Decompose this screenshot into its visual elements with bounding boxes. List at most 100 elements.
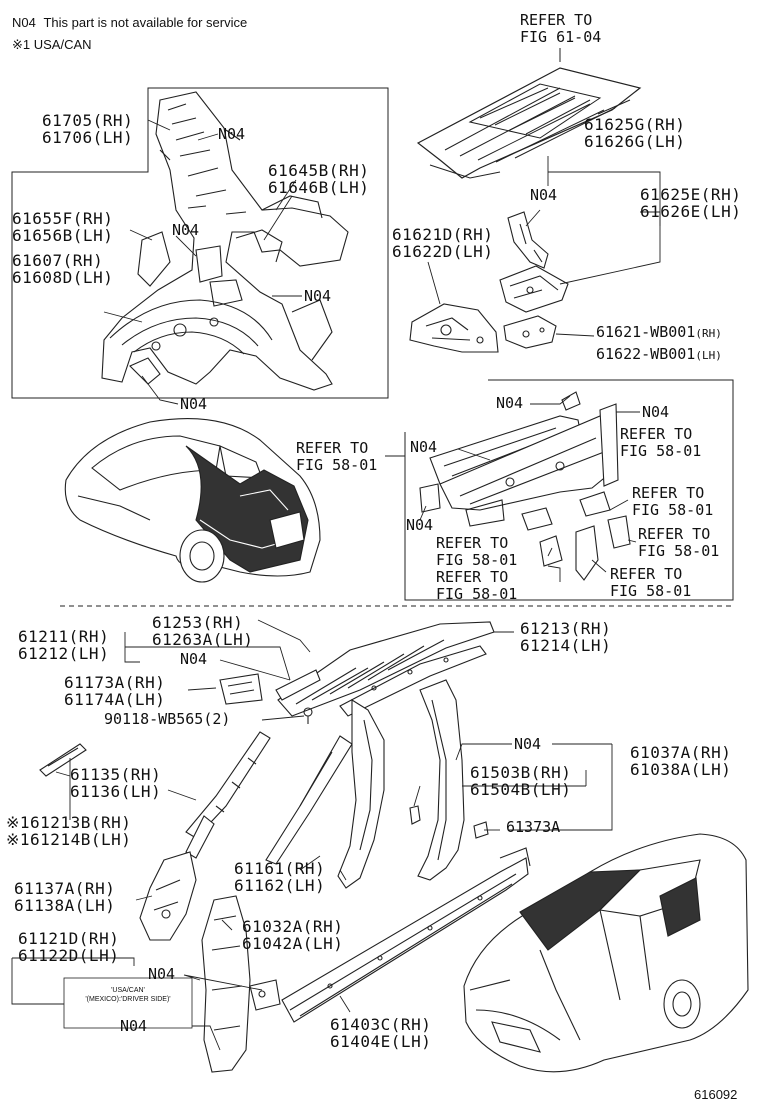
region-note: 'USA/CAN' '(MEXICO):'DRIVER SIDE)' [66,986,190,1004]
part-rh: 61625E(RH) [640,185,742,204]
legend-n04-text: This part is not available for service [43,15,248,30]
region-note-box [63,977,193,1029]
part-lh: 61136(LH) [70,782,162,801]
part-61161: 61161(RH) 61162(LH) [234,860,325,894]
part-lh: 61608D(LH) [12,268,114,287]
refer-line-2: FIG 58-01 [436,551,518,569]
part-90118-wb565: 90118-WB565(2) [104,710,231,728]
n04-marker: N04 [120,1017,148,1035]
roof-side-rail [277,621,495,717]
part-rh: 61655F(RH) [12,209,114,228]
car-front-view [463,833,749,1073]
n04-marker: N04 [218,125,246,143]
part-lh: 61174A(LH) [64,690,166,709]
part-rh: 61607(RH) [12,251,104,270]
part-rh: 61137A(RH) [14,879,116,898]
refer-line-1: REFER TO [436,568,509,586]
refer-58-01-c: REFER TO FIG 58-01 [632,485,713,519]
refer-line-1: REFER TO [296,439,369,457]
part-lh: 61214(LH) [520,636,612,655]
legend-n04-code: N04 [12,15,36,30]
rear-bracket-parts [409,211,569,353]
part-61621-wb001: 61621-WB001(RH) 61622-WB001(LH) [596,322,722,366]
refer-line-1: REFER TO [620,425,693,443]
part-rh: 61253(RH) [152,613,244,632]
n04-marker: N04 [180,395,208,413]
part-rh: 61625G(RH) [584,115,686,134]
part-rh: 61121D(RH) [18,929,120,948]
n04-marker: N04 [530,186,558,204]
part-lh: 61656B(LH) [12,226,114,245]
part-lh: 61404E(LH) [330,1032,432,1051]
legend-n04: N04 This part is not available for servi… [12,16,247,29]
part-61503b: 61503B(RH) 61504B(LH) [470,764,571,798]
refer-61-04: REFER TO FIG 61-04 [520,12,601,46]
part-lh: ※161214B(LH) [6,830,132,849]
part-rh: 61621D(RH) [392,225,494,244]
n04-marker: N04 [514,735,542,753]
part-61211: 61211(RH) 61212(LH) [18,628,109,662]
refer-58-01-a: REFER TO FIG 58-01 [296,440,377,474]
part-rh: 61621-WB001 [596,323,696,341]
region-note-line: '(MEXICO):'DRIVER SIDE)' [85,996,171,1003]
part-61032a: 61032A(RH) 61042A(LH) [242,918,343,952]
part-61607: 61607(RH) 61608D(LH) [12,252,113,286]
rear-floor-pan [416,48,642,179]
part-61655f: 61655F(RH) 61656B(LH) [12,210,113,244]
refer-line-1: REFER TO [632,484,705,502]
refer-58-01-d: REFER TO FIG 58-01 [638,526,719,560]
part-rh: 61161(RH) [234,859,326,878]
n04-marker: N04 [496,394,524,412]
part-61373a: 61373A [506,818,561,836]
refer-line-1: REFER TO [436,534,509,552]
back-panel-assembly [419,391,631,581]
refer-58-01-e: REFER TO FIG 58-01 [436,535,517,569]
part-lh: 61212(LH) [18,644,110,663]
region-note-line: 'USA/CAN' [111,987,145,994]
part-lh: 61646B(LH) [268,178,370,197]
part-61705: 61705(RH) 61706(LH) [42,112,133,146]
part-lh: 61042A(LH) [242,934,344,953]
part-61625e: 61625E(RH) 61626E(LH) [640,186,741,220]
refer-line-2: FIG 58-01 [632,501,714,519]
part-161213b: ※161213B(RH) ※161214B(LH) [6,814,131,848]
part-rh: 61037A(RH) [630,743,732,762]
n04-marker: N04 [148,965,176,983]
part-61173a: 61173A(RH) 61174A(LH) [64,674,165,708]
part-lh: 61138A(LH) [14,896,116,915]
part-rh: 61173A(RH) [64,673,166,692]
part-61135: 61135(RH) 61136(LH) [70,766,161,800]
part-side: (LH) [695,349,722,362]
part-rh: 61032A(RH) [242,917,344,936]
part-lh: 61504B(LH) [470,780,572,799]
refer-58-01-f: REFER TO FIG 58-01 [610,566,691,600]
n04-marker: N04 [304,287,332,305]
part-rh: 61213(RH) [520,619,612,638]
part-lh: 61626E(LH) [640,202,742,221]
n04-marker: N04 [406,516,434,534]
part-61625g: 61625G(RH) 61626G(LH) [584,116,685,150]
refer-line-2: FIG 58-01 [436,585,518,603]
part-lh: 61706(LH) [42,128,134,147]
part-lh: 61622-WB001 [596,345,696,363]
part-rh: 61705(RH) [42,111,134,130]
roof-side-inner-rail [219,669,321,724]
figure-number: 616092 [694,1087,738,1102]
part-lh: 61263A(LH) [152,630,254,649]
part-61137a: 61137A(RH) 61138A(LH) [14,880,115,914]
n04-marker: N04 [410,438,438,456]
part-rh: 61135(RH) [70,765,162,784]
part-side: (RH) [695,327,722,340]
part-rh: 61403C(RH) [330,1015,432,1034]
legend-note1: ※1 USA/CAN [12,37,92,52]
refer-58-01-g: REFER TO FIG 58-01 [436,569,517,603]
rocker-panel [281,847,531,1023]
part-61213: 61213(RH) 61214(LH) [520,620,611,654]
part-rh: 61211(RH) [18,627,110,646]
n04-marker: N04 [642,403,670,421]
part-lh: 61162(LH) [234,876,326,895]
part-61645b: 61645B(RH) 61646B(LH) [268,162,369,196]
n04-marker: N04 [172,221,200,239]
